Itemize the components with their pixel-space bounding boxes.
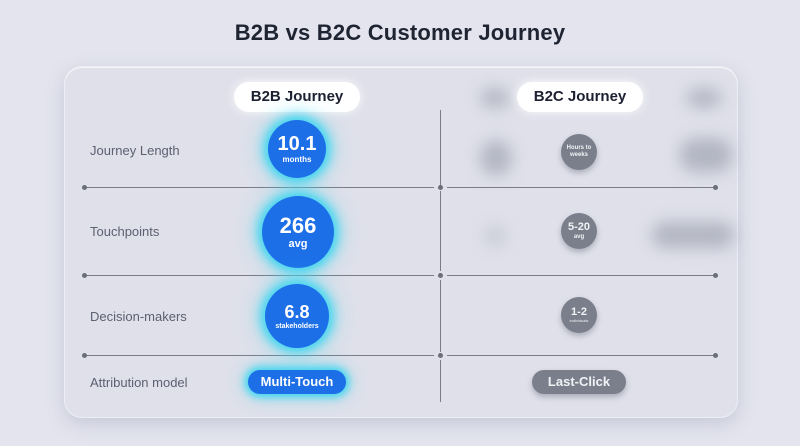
comparison-card <box>64 66 738 418</box>
b2c-column-header: B2C Journey <box>517 82 643 112</box>
decorative-blob <box>686 88 722 108</box>
separator-node <box>713 185 718 190</box>
b2b-journey-length-badge: 10.1 months <box>268 120 326 178</box>
separator-node <box>713 353 718 358</box>
row-separator <box>86 355 434 356</box>
b2c-journey-length-value: Hours to <box>566 145 592 152</box>
column-divider <box>440 191 441 271</box>
b2b-decision-makers-value: 6.8 <box>284 301 310 322</box>
page-title: B2B vs B2C Customer Journey <box>234 20 566 45</box>
row-separator <box>447 275 715 276</box>
column-divider <box>440 110 441 186</box>
column-divider <box>440 360 441 402</box>
b2b-touchpoints-value: 266 <box>279 212 317 238</box>
b2b-decision-makers-unit: stakeholders <box>275 322 319 330</box>
b2b-journey-length-value: 10.1 <box>277 133 317 155</box>
b2c-attribution-pill: Last-Click <box>532 370 626 394</box>
b2c-journey-length-unit: weeks <box>569 152 588 158</box>
separator-node <box>82 353 87 358</box>
b2c-decision-makers-unit: individuals <box>569 318 589 323</box>
b2b-decision-makers-badge: 6.8 stakeholders <box>265 284 329 348</box>
b2c-touchpoints-unit: avg <box>573 234 585 240</box>
b2c-touchpoints-value: 5-20 <box>567 221 591 233</box>
row-label-decision-makers: Decision-makers <box>90 309 187 324</box>
b2c-touchpoints-badge: 5-20 avg <box>561 213 597 249</box>
b2b-touchpoints-badge: 266 avg <box>262 196 334 268</box>
row-label-attribution-model: Attribution model <box>90 375 188 390</box>
decorative-blob <box>480 88 510 108</box>
column-divider <box>440 280 441 352</box>
row-separator <box>447 355 715 356</box>
separator-node <box>438 185 443 190</box>
decorative-blob <box>484 226 506 246</box>
row-label-journey-length: Journey Length <box>90 143 180 158</box>
separator-node <box>82 185 87 190</box>
b2b-touchpoints-unit: avg <box>288 237 308 250</box>
row-separator <box>447 187 715 188</box>
row-separator <box>86 275 434 276</box>
b2c-decision-makers-badge: 1-2 individuals <box>561 297 597 333</box>
b2c-journey-length-badge: Hours to weeks <box>561 134 597 170</box>
row-label-touchpoints: Touchpoints <box>90 224 160 239</box>
b2b-attribution-pill: Multi-Touch <box>248 370 346 394</box>
row-separator <box>86 187 434 188</box>
decorative-blob <box>680 138 732 172</box>
separator-node <box>438 273 443 278</box>
separator-node <box>82 273 87 278</box>
decorative-blob <box>652 222 734 248</box>
separator-node <box>713 273 718 278</box>
b2c-decision-makers-value: 1-2 <box>571 306 587 318</box>
b2b-journey-length-unit: months <box>282 155 312 164</box>
decorative-blob <box>480 140 512 176</box>
separator-node <box>438 353 443 358</box>
b2b-column-header: B2B Journey <box>234 82 360 112</box>
